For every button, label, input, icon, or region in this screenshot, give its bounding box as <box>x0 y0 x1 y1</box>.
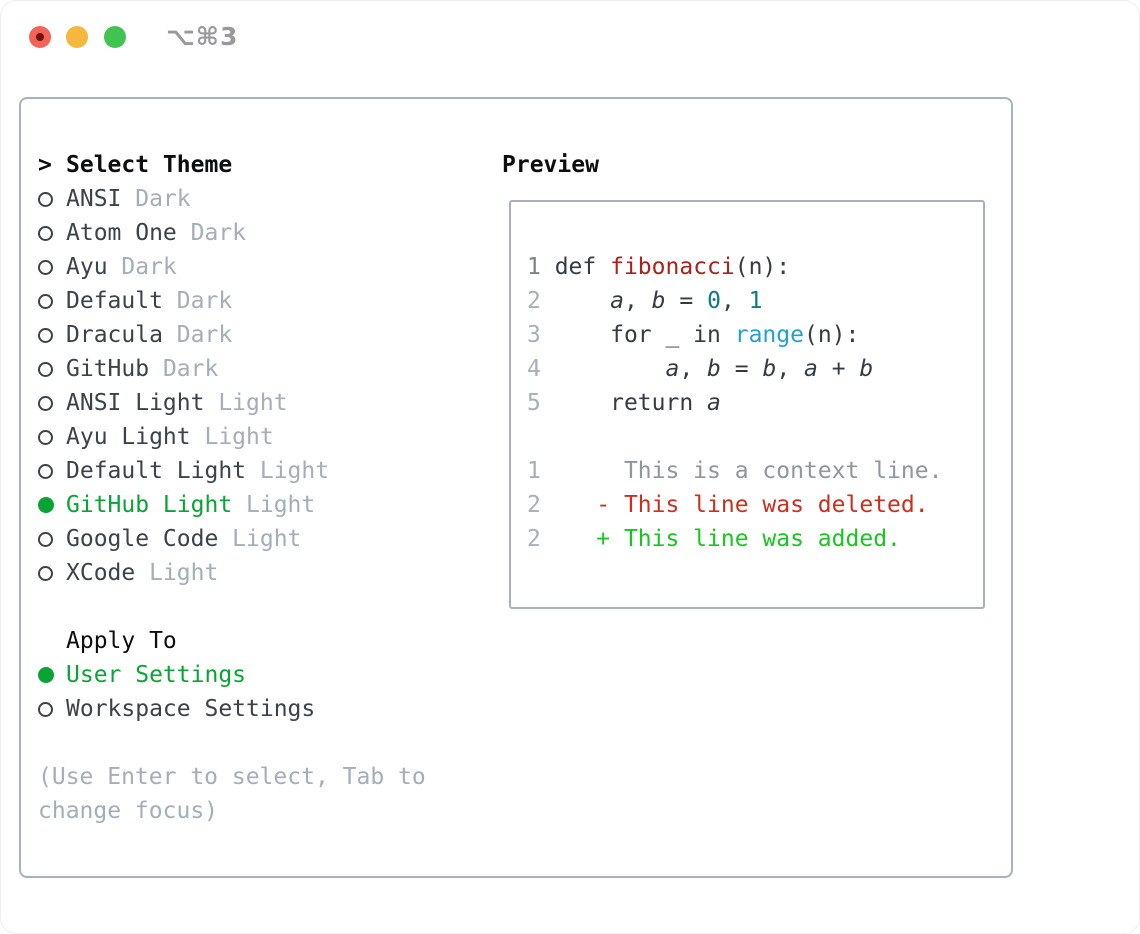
radio-unselected-icon <box>38 293 53 309</box>
theme-name: Dracula <box>66 322 163 348</box>
radio-unselected-icon <box>38 395 53 411</box>
close-button[interactable] <box>29 26 51 48</box>
theme-option-google-code-light[interactable]: Google Code Light <box>38 522 329 556</box>
radio-selected-icon <box>38 497 54 513</box>
theme-variant: Dark <box>176 288 233 314</box>
theme-variant: Light <box>204 424 274 450</box>
theme-option-ansi-light-light[interactable]: ANSI Light Light <box>38 386 329 420</box>
theme-option-dracula-dark[interactable]: Dracula Dark <box>38 318 329 352</box>
theme-variant: Dark <box>190 220 247 246</box>
theme-name: Ayu <box>66 254 108 280</box>
help-text: (Use Enter to select, Tab to change focu… <box>38 764 426 824</box>
radio-unselected-icon <box>38 361 53 377</box>
theme-option-ayu-light-light[interactable]: Ayu Light Light <box>38 420 329 454</box>
theme-name: Ayu Light <box>66 424 191 450</box>
radio-unselected-icon <box>38 531 53 547</box>
theme-option-atom-one-dark[interactable]: Atom One Dark <box>38 216 329 250</box>
theme-name: Default Light <box>66 458 247 484</box>
apply-option-workspace-settings[interactable]: Workspace Settings <box>38 692 315 726</box>
window-title: ⌥⌘3 <box>166 22 239 51</box>
apply-option-label: User Settings <box>66 662 247 688</box>
radio-unselected-icon <box>38 565 53 581</box>
select-theme-title: Select Theme <box>66 152 233 178</box>
cursor-indicator: > <box>38 152 52 178</box>
radio-unselected-icon <box>38 259 53 275</box>
radio-unselected-icon <box>38 463 53 479</box>
theme-variant: Light <box>218 390 288 416</box>
theme-option-github-light-light[interactable]: GitHub Light Light <box>38 488 329 522</box>
theme-name: ANSI <box>66 186 122 212</box>
radio-unselected-icon <box>38 191 53 207</box>
minimize-button[interactable] <box>66 26 88 48</box>
apply-to-header: Apply To <box>38 624 315 658</box>
close-dot-icon <box>36 33 44 41</box>
theme-name: Atom One <box>66 220 177 246</box>
radio-unselected-icon <box>38 429 53 445</box>
apply-option-label: Workspace Settings <box>66 696 316 722</box>
theme-variant: Light <box>246 492 316 518</box>
theme-option-github-dark[interactable]: GitHub Dark <box>38 352 329 386</box>
select-theme-header: > Select Theme <box>38 148 329 182</box>
code-line: 2 + This line was added. <box>527 526 901 552</box>
apply-option-user-settings[interactable]: User Settings <box>38 658 315 692</box>
theme-variant: Light <box>259 458 330 484</box>
theme-option-xcode-light[interactable]: XCode Light <box>38 556 329 590</box>
code-line <box>527 420 983 454</box>
code-line: 5 return a <box>527 390 721 416</box>
code-line: 2 - This line was deleted. <box>527 492 929 518</box>
code-line: 1 This is a context line. <box>527 458 943 484</box>
code-line: 3 for _ in range(n): <box>527 322 860 348</box>
theme-name: Google Code <box>66 526 219 552</box>
theme-name: Default <box>66 288 163 314</box>
radio-unselected-icon <box>38 327 53 343</box>
theme-variant: Dark <box>135 186 191 212</box>
code-line: 2 a, b = 0, 1 <box>527 288 763 314</box>
code-line: 4 a, b = b, a + b <box>527 356 874 382</box>
apply-to-title: Apply To <box>66 628 177 654</box>
theme-variant: Dark <box>176 322 233 348</box>
theme-variant: Light <box>149 560 219 586</box>
radio-unselected-icon <box>38 225 53 241</box>
theme-option-ayu-dark[interactable]: Ayu Dark <box>38 250 329 284</box>
zoom-button[interactable] <box>104 26 126 48</box>
theme-option-ansi-dark[interactable]: ANSI Dark <box>38 182 329 216</box>
theme-name: XCode <box>66 560 136 586</box>
radio-unselected-icon <box>38 701 53 717</box>
radio-selected-icon <box>38 667 54 683</box>
theme-name: GitHub Light <box>66 492 233 518</box>
theme-variant: Dark <box>121 254 177 280</box>
preview-box: 1 def fibonacci(n): 2 a, b = 0, 1 3 for _ … <box>509 200 985 609</box>
preview-title: Preview <box>502 152 599 178</box>
theme-variant: Light <box>232 526 302 552</box>
theme-name: ANSI Light <box>66 390 205 416</box>
theme-option-default-dark[interactable]: Default Dark <box>38 284 329 318</box>
preview-code: 1 def fibonacci(n): 2 a, b = 0, 1 3 for _ … <box>511 202 983 556</box>
code-line: 1 def fibonacci(n): <box>527 254 791 280</box>
theme-option-default-light-light[interactable]: Default Light Light <box>38 454 329 488</box>
theme-variant: Dark <box>162 356 219 382</box>
theme-name: GitHub <box>66 356 150 382</box>
